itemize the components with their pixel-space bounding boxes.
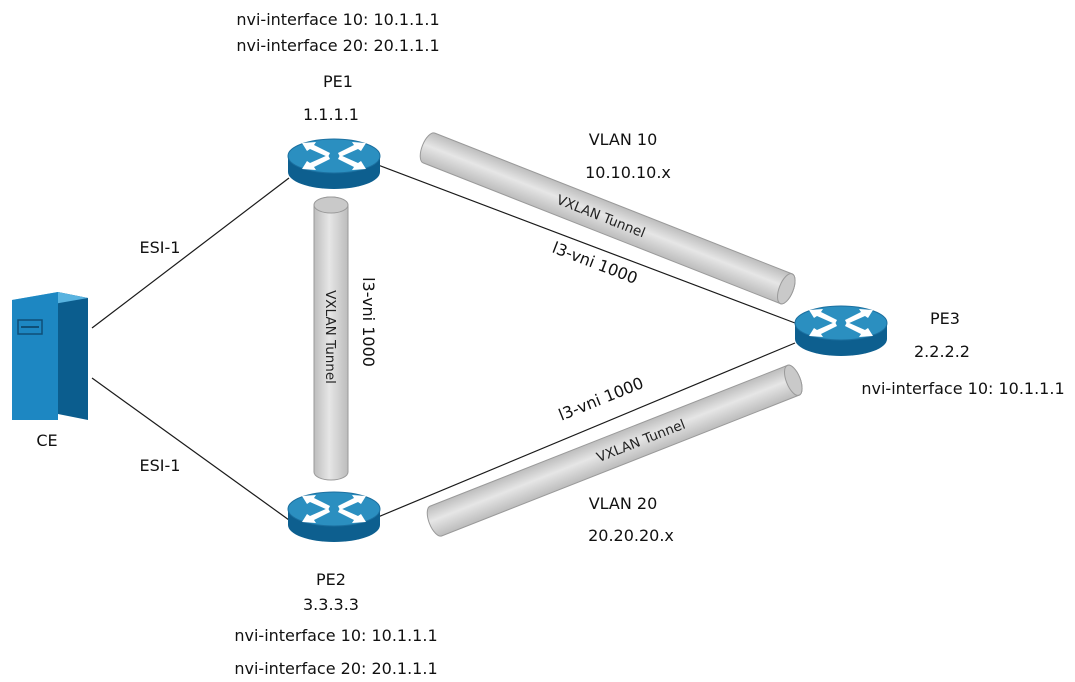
esi-label-bottom: ESI-1 xyxy=(140,456,181,475)
ce-name: CE xyxy=(36,431,57,450)
vlan10-name: VLAN 10 xyxy=(589,130,658,149)
pe2-nvi-10: nvi-interface 10: 10.1.1.1 xyxy=(234,626,437,645)
links xyxy=(91,164,796,521)
l3vni-pe2-pe3: l3-vni 1000 xyxy=(556,373,646,424)
pe1-nvi-20: nvi-interface 20: 20.1.1.1 xyxy=(236,36,439,55)
server-ce[interactable] xyxy=(12,292,88,420)
link-ce-pe1 xyxy=(91,177,290,329)
tunnel-pe1-pe2: VXLAN Tunnel xyxy=(313,196,349,481)
link-pe2-pe3 xyxy=(377,342,796,518)
pe2-nvi-20: nvi-interface 20: 20.1.1.1 xyxy=(234,659,437,678)
link-ce-pe2 xyxy=(91,377,290,521)
esi-label-top: ESI-1 xyxy=(140,238,181,257)
tunnel-pe1-pe3: VXLAN Tunnel xyxy=(419,132,796,305)
server-drive-icon xyxy=(17,319,43,335)
pe2-name: PE2 xyxy=(316,570,346,589)
tunnel-pe1-pe2-label: VXLAN Tunnel xyxy=(322,290,338,384)
pe2-ip: 3.3.3.3 xyxy=(303,595,359,614)
router-arrows-icon xyxy=(302,495,366,523)
pe3-name: PE3 xyxy=(930,309,960,328)
vlan20-name: VLAN 20 xyxy=(589,494,658,513)
pe1-nvi-10: nvi-interface 10: 10.1.1.1 xyxy=(236,10,439,29)
l3vni-pe1-pe3: l3-vni 1000 xyxy=(550,238,641,288)
pe1-ip: 1.1.1.1 xyxy=(303,105,359,124)
l3vni-pe1-pe2: l3-vni 1000 xyxy=(359,277,378,367)
pe3-nvi-10: nvi-interface 10: 10.1.1.1 xyxy=(861,379,1064,398)
router-arrows-icon xyxy=(809,309,873,337)
vlan20-subnet: 20.20.20.x xyxy=(588,526,674,545)
router-arrows-icon xyxy=(302,142,366,170)
pe3-ip: 2.2.2.2 xyxy=(914,342,970,361)
vlan10-subnet: 10.10.10.x xyxy=(585,163,671,182)
router-pe3[interactable] xyxy=(794,305,888,356)
router-pe1[interactable] xyxy=(287,138,381,189)
pe1-name: PE1 xyxy=(323,72,353,91)
router-pe2[interactable] xyxy=(287,491,381,542)
link-pe1-pe3 xyxy=(377,164,796,324)
